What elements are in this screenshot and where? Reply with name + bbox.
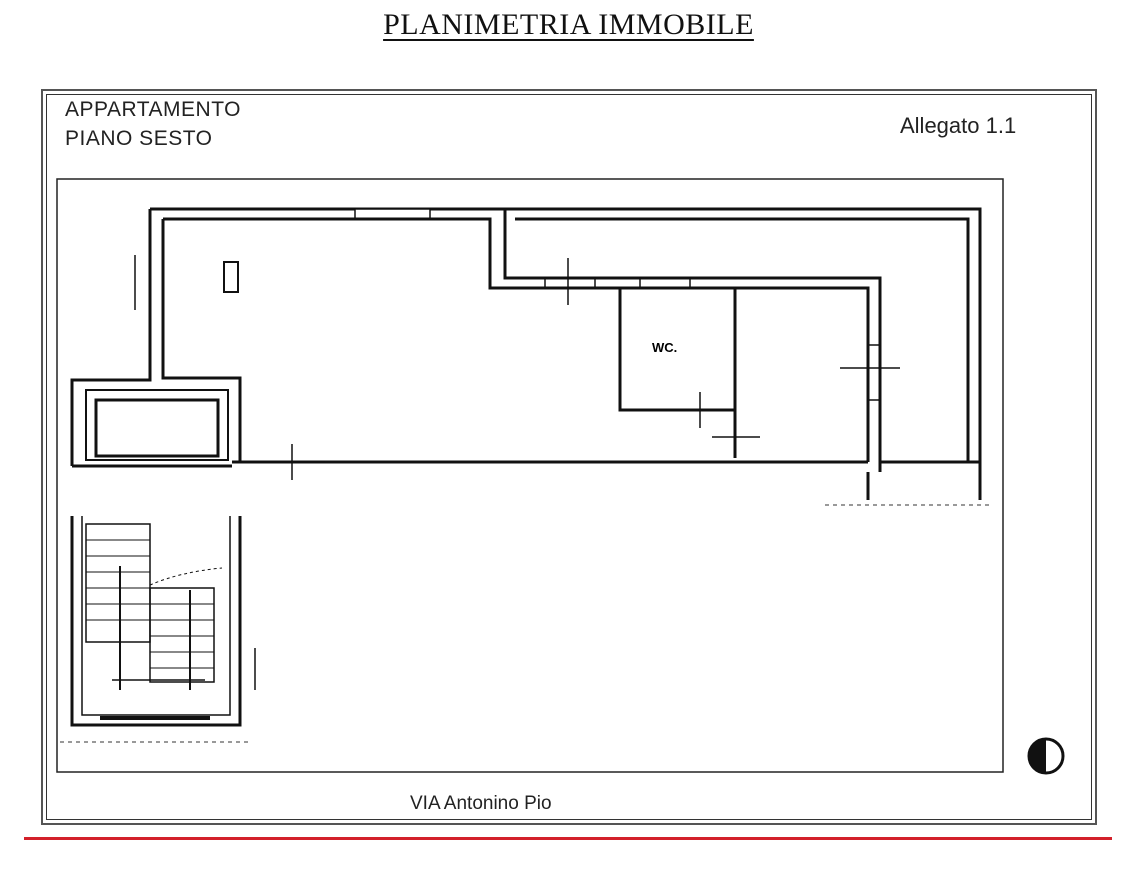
- stairwell: [70, 516, 256, 727]
- property-type-label: APPARTAMENTO: [65, 98, 241, 121]
- dashed-boundaries: [60, 504, 992, 743]
- plan-sheet: [56, 178, 1004, 773]
- attachment-label: Allegato 1.1: [900, 113, 1017, 138]
- page-title: PLANIMETRIA IMMOBILE: [383, 8, 754, 41]
- wall-openings: [355, 209, 877, 400]
- drawing-frame-inner: [46, 94, 1092, 820]
- floor-label: PIANO SESTO: [65, 127, 213, 150]
- accent-divider: [24, 837, 1112, 840]
- drawing-frame-outer: [41, 89, 1097, 825]
- door-marks: [134, 255, 900, 480]
- window-marks: [354, 208, 881, 401]
- column-mark: [223, 261, 239, 293]
- wc-label: WC.: [652, 340, 677, 355]
- street-label: VIA Antonino Pio: [410, 793, 552, 814]
- north-arrow-icon: [1027, 737, 1065, 775]
- apartment-walls: [70, 207, 982, 500]
